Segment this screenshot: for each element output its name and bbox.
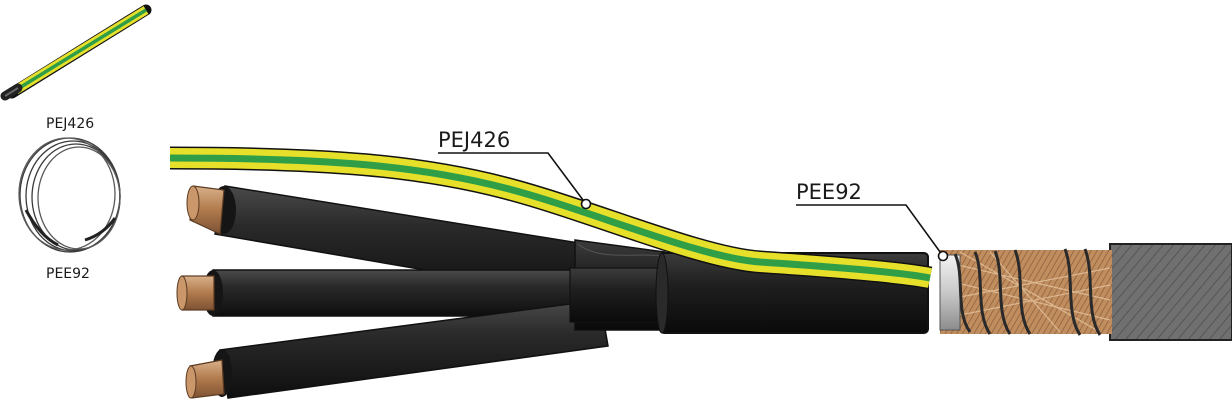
- constant-force-spring: [953, 248, 1102, 336]
- outer-cable-sheath: [1109, 243, 1232, 341]
- earth-wire-icon: [0, 4, 152, 101]
- callout-wire-label: PEJ426: [438, 128, 510, 152]
- callout-wire: PEJ426: [438, 128, 592, 210]
- core-middle: [176, 269, 584, 317]
- callout-spring: PEE92: [796, 180, 949, 262]
- thumb-wire-label: PEJ426: [46, 116, 94, 132]
- earth-wire: [169, 146, 933, 290]
- core-bottom: [185, 299, 609, 399]
- callout-spring-label: PEE92: [796, 180, 862, 204]
- constant-force-spring-icon: [18, 137, 121, 253]
- thumb-coil-label: PEE92: [46, 266, 90, 282]
